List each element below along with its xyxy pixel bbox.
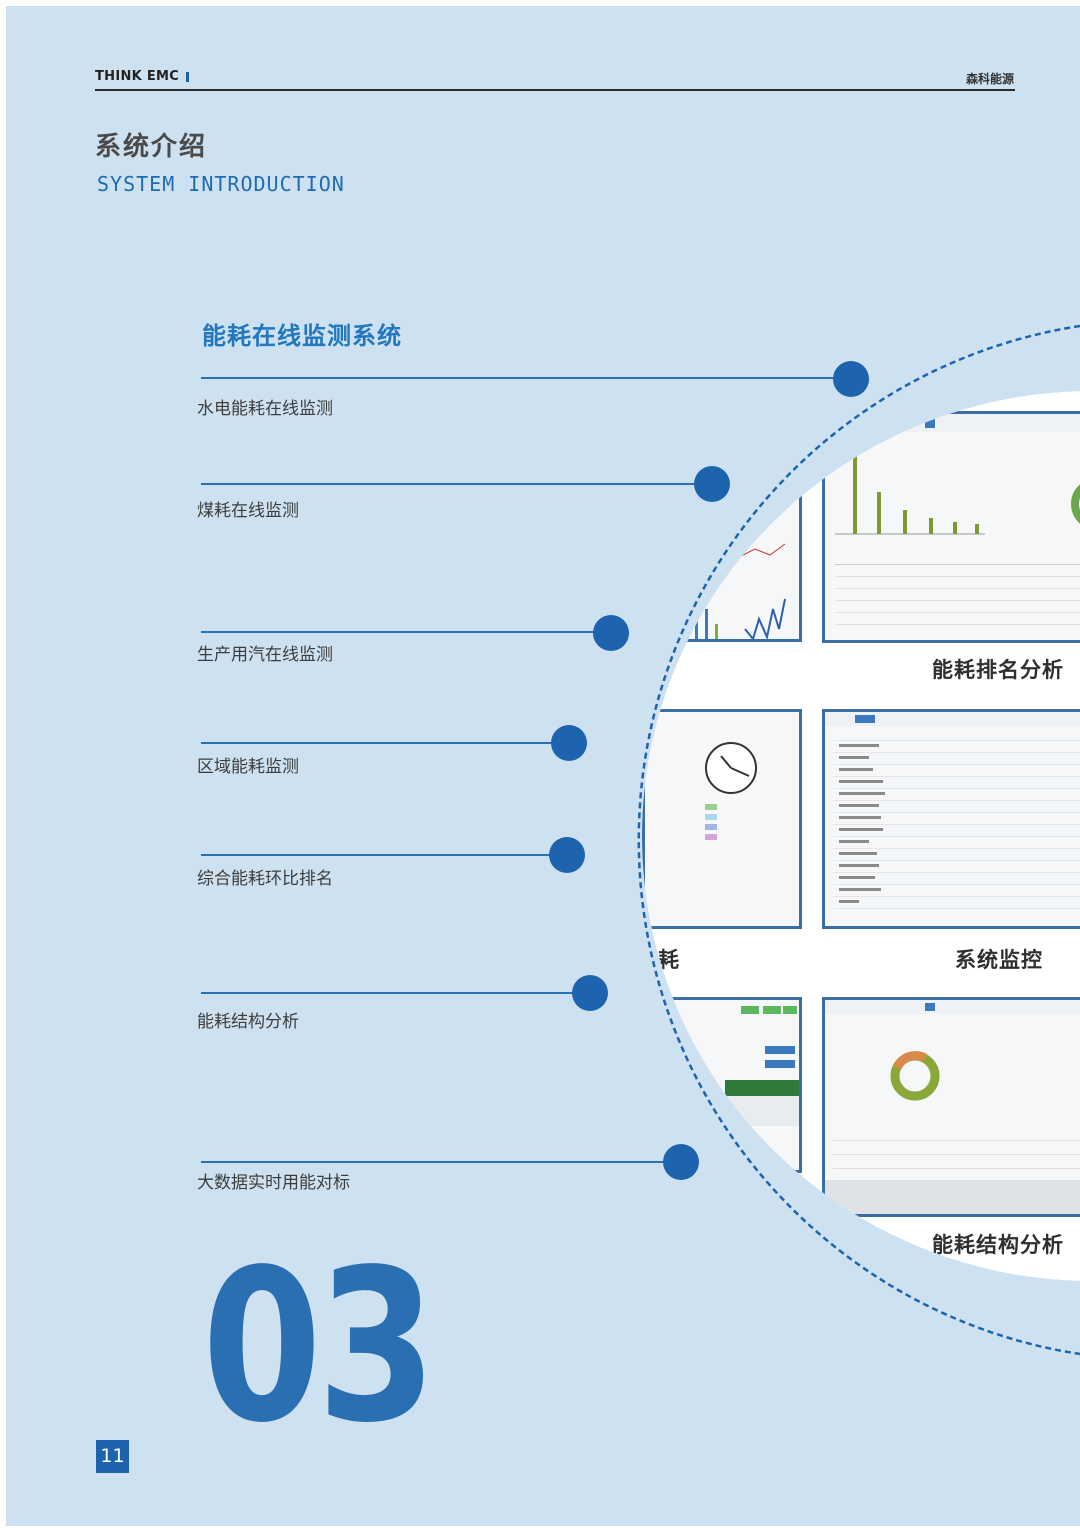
- screenshot-circle: 能耗排名分析 耗: [642, 391, 1080, 1281]
- screenshot-system-monitor: [822, 709, 1080, 929]
- timeline-dot-6: [572, 975, 608, 1011]
- screenshot-clock: [642, 709, 802, 929]
- feature-label-7: 大数据实时用能对标: [197, 1173, 350, 1193]
- mini-bar-chart-icon: [695, 543, 786, 639]
- feature-line-4: [201, 742, 571, 744]
- screenshot-partial-bottom: [642, 997, 802, 1173]
- screenshot-energy-ranking: [822, 411, 1080, 643]
- timeline-dot-5: [549, 837, 585, 873]
- screenshot-label-partial: 耗: [658, 948, 680, 972]
- monitor-table-icon: [825, 712, 1080, 909]
- feature-line-6: [201, 992, 591, 994]
- screenshot-label-ranking: 能耗排名分析: [932, 658, 1064, 682]
- screenshot-label-structure: 能耗结构分析: [932, 1233, 1064, 1257]
- screenshot-label-monitor: 系统监控: [955, 948, 1043, 972]
- feature-line-2: [201, 483, 713, 485]
- brand-left: THINK EMC: [95, 69, 180, 84]
- screenshot-energy-structure: [822, 997, 1080, 1217]
- feature-line-5: [201, 854, 569, 856]
- feature-label-3: 生产用汽在线监测: [197, 645, 333, 665]
- feature-line-7: [201, 1161, 681, 1163]
- feature-label-2: 煤耗在线监测: [197, 501, 299, 521]
- clock-icon: [705, 742, 757, 840]
- chapter-number: 03: [202, 1224, 437, 1469]
- feature-label-5: 综合能耗环比排名: [197, 869, 333, 889]
- timeline-arc: [637, 324, 1080, 1356]
- brand-divider: [186, 72, 189, 82]
- feature-label-6: 能耗结构分析: [197, 1012, 299, 1032]
- feature-label-4: 区域能耗监测: [197, 757, 299, 777]
- timeline-dot-7: [663, 1144, 699, 1180]
- section-title: 能耗在线监测系统: [202, 322, 402, 350]
- brand-right: 森科能源: [965, 72, 1014, 86]
- timeline-dot-1: [833, 361, 869, 397]
- page-title-en: SYSTEM INTRODUCTION: [97, 172, 345, 196]
- timeline-dot-4: [551, 725, 587, 761]
- page-title-cn: 系统介绍: [95, 132, 208, 162]
- page-number: 11: [96, 1440, 129, 1473]
- timeline-dot-2: [694, 466, 730, 502]
- header-rule: [95, 89, 1015, 91]
- feature-line-1: [201, 377, 851, 379]
- ranking-chart-icon: [825, 414, 1080, 625]
- feature-line-3: [201, 631, 613, 633]
- brochure-page: THINK EMC 森科能源 系统介绍 SYSTEM INTRODUCTION: [6, 6, 1080, 1526]
- feature-label-1: 水电能耗在线监测: [197, 399, 333, 419]
- donut-chart-icon: [825, 1000, 1080, 1214]
- timeline-dot-3: [593, 615, 629, 651]
